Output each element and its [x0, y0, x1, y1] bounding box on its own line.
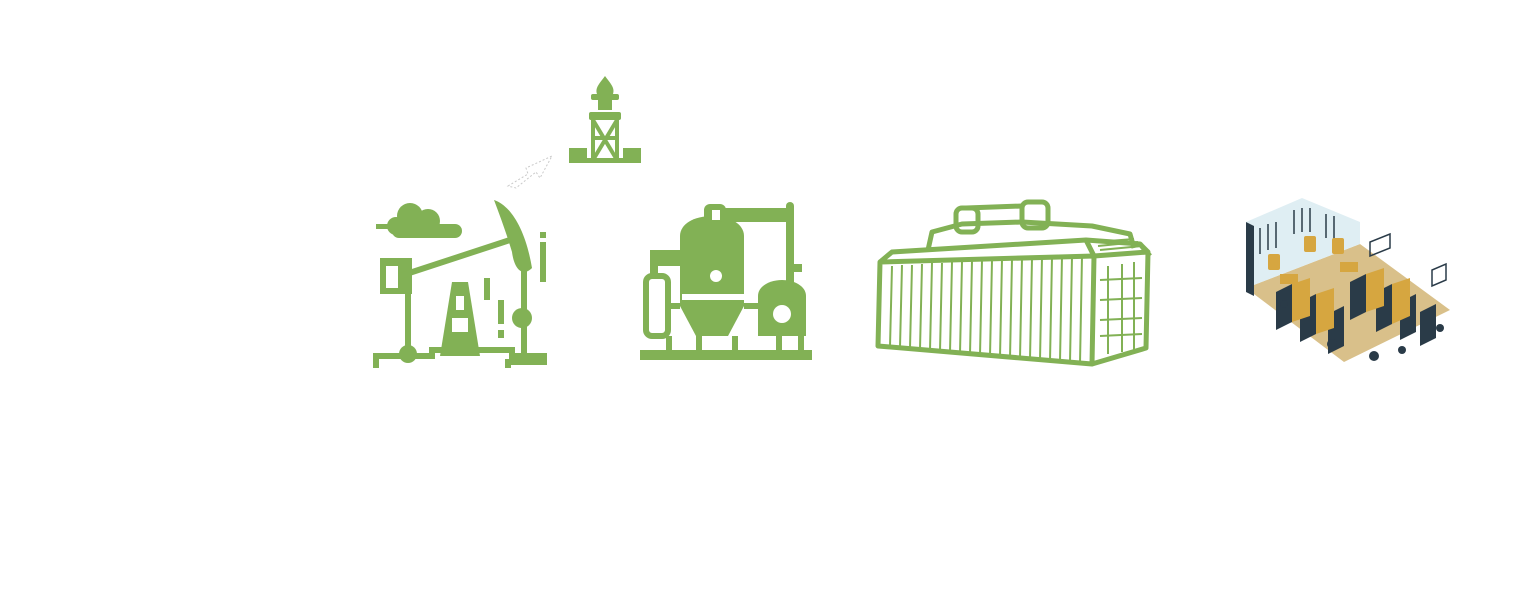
gas-flare-tower-icon: [569, 76, 641, 163]
bitcoin-mining-farm-icon: [1246, 198, 1450, 362]
oil-pumpjack-icon: [373, 200, 547, 368]
shipping-container-icon: [875, 199, 1152, 367]
gas-processing-unit-icon: [640, 202, 812, 360]
dotted-arrow-connector: [506, 154, 554, 189]
